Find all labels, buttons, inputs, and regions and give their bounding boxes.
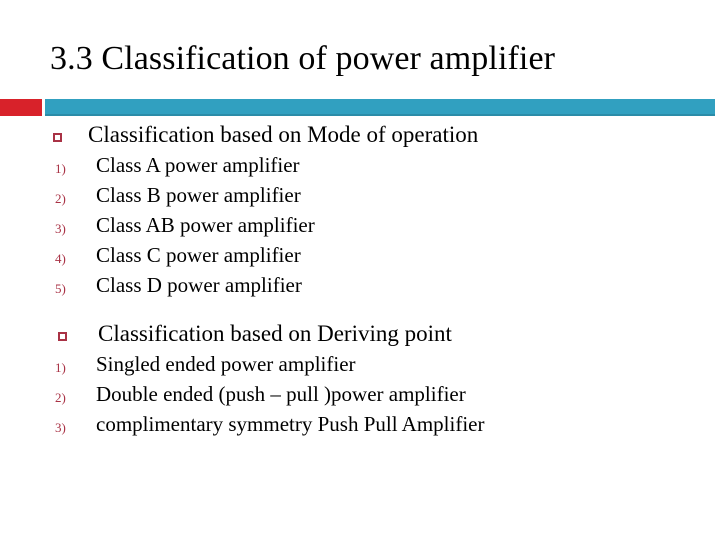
slide-body: Classification based on Mode of operatio… [0, 122, 720, 442]
list-item: 4) Class C power amplifier [0, 243, 720, 273]
title-divider-bars [0, 99, 720, 116]
list-item-label: Class D power amplifier [96, 273, 302, 297]
list-item-label: Singled ended power amplifier [96, 352, 356, 376]
list-item-label: Class AB power amplifier [96, 213, 315, 237]
list-item: 1) Class A power amplifier [0, 153, 720, 183]
section-heading-label: Classification based on Deriving point [98, 321, 452, 346]
list-item-label: Class C power amplifier [96, 243, 301, 267]
list-item: 3) complimentary symmetry Push Pull Ampl… [0, 412, 720, 442]
list-item-label: Class B power amplifier [96, 183, 301, 207]
list-item-label: complimentary symmetry Push Pull Amplifi… [96, 412, 485, 436]
list-item: 5) Class D power amplifier [0, 273, 720, 303]
list-item-marker: 2) [55, 191, 66, 206]
hollow-square-bullet-icon [58, 332, 67, 341]
list-item-label: Class A power amplifier [96, 153, 300, 177]
hollow-square-bullet-icon [53, 133, 62, 142]
divider-accent-red [0, 99, 42, 116]
list-item-marker: 1) [55, 360, 66, 375]
list-item: 3) Class AB power amplifier [0, 213, 720, 243]
page-title: 3.3 Classification of power amplifier [50, 40, 556, 77]
list-item-marker: 4) [55, 251, 66, 266]
list-item-marker: 2) [55, 390, 66, 405]
section-heading-mode-of-operation: Classification based on Mode of operatio… [0, 122, 720, 153]
divider-accent-teal [45, 99, 715, 116]
list-item-label: Double ended (push – pull )power amplifi… [96, 382, 466, 406]
list-item: 1) Singled ended power amplifier [0, 352, 720, 382]
list-item: 2) Class B power amplifier [0, 183, 720, 213]
section-heading-deriving-point: Classification based on Deriving point [0, 321, 720, 352]
section-heading-label: Classification based on Mode of operatio… [88, 122, 479, 147]
divider-accent-teal-shadow [45, 114, 715, 116]
list-item-marker: 3) [55, 221, 66, 236]
section-spacer [0, 303, 720, 321]
list-item-marker: 1) [55, 161, 66, 176]
list-item-marker: 3) [55, 420, 66, 435]
list-item-marker: 5) [55, 281, 66, 296]
list-item: 2) Double ended (push – pull )power ampl… [0, 382, 720, 412]
